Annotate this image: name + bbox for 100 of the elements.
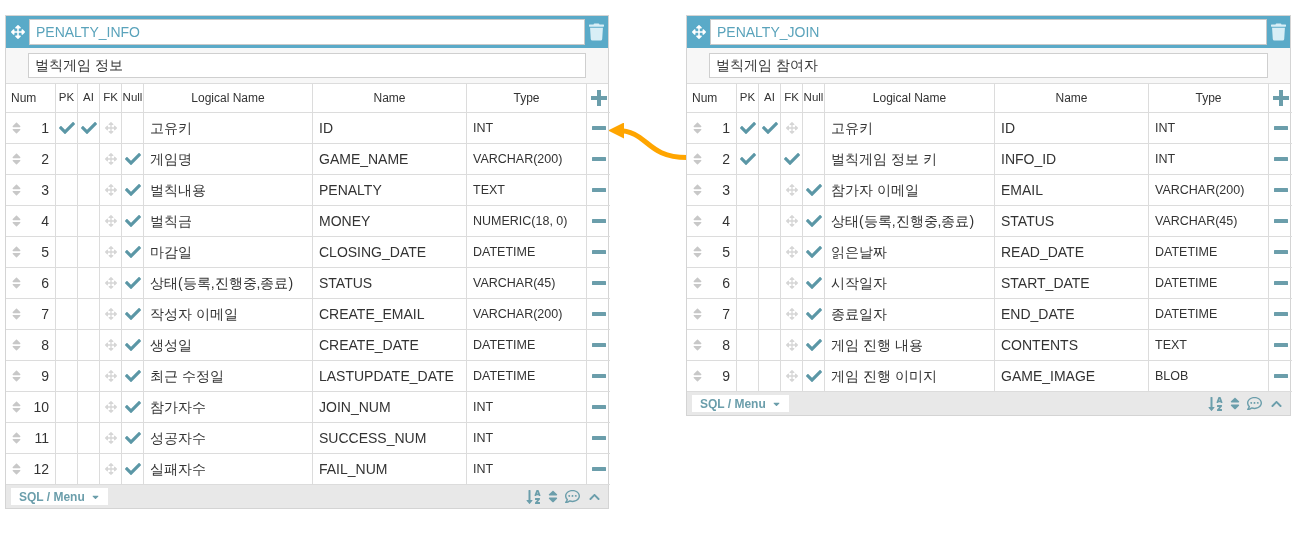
data-type: VARCHAR(200) xyxy=(1155,181,1245,199)
row-number: 5 xyxy=(722,242,730,262)
data-type: DATETIME xyxy=(473,243,536,261)
column-name: MONEY xyxy=(319,211,371,231)
table-row xyxy=(6,113,608,144)
table-row xyxy=(6,268,608,299)
logical-name: 게임명 xyxy=(150,149,192,169)
row-number: 7 xyxy=(41,304,49,324)
table-comment-field: 벌칙게임 정보 xyxy=(28,53,586,78)
column-name: CLOSING_DATE xyxy=(319,242,427,262)
data-type: TEXT xyxy=(1155,336,1187,354)
logical-name: 생성일 xyxy=(150,335,192,355)
logical-name: 최근 수정일 xyxy=(150,366,224,386)
table-row xyxy=(6,454,608,485)
column-name: CREATE_EMAIL xyxy=(319,304,425,324)
logical-name: 벌칙내용 xyxy=(150,180,206,200)
row-number: 10 xyxy=(33,397,49,417)
column-name: FAIL_NUM xyxy=(319,459,388,479)
logical-name: 실패자수 xyxy=(150,459,206,479)
column-name: END_DATE xyxy=(1001,304,1075,324)
column-header: Null xyxy=(803,90,824,106)
data-type: VARCHAR(200) xyxy=(473,150,563,168)
row-number: 5 xyxy=(41,242,49,262)
row-number: 12 xyxy=(33,459,49,479)
data-type: NUMERIC(18, 0) xyxy=(473,212,568,230)
data-type: INT xyxy=(473,119,494,137)
column-header: Num xyxy=(692,90,718,107)
sql-menu-button: SQL / Menu xyxy=(692,395,789,412)
table-row xyxy=(687,175,1290,206)
column-name: CREATE_DATE xyxy=(319,335,419,355)
row-number: 7 xyxy=(722,304,730,324)
column-name: CONTENTS xyxy=(1001,335,1078,355)
table-row xyxy=(687,237,1290,268)
logical-name: 마감일 xyxy=(150,242,192,262)
row-number: 3 xyxy=(722,180,730,200)
row-number: 2 xyxy=(41,149,49,169)
column-name: READ_DATE xyxy=(1001,242,1084,262)
column-header: Name xyxy=(1055,90,1088,107)
table-name-field: PENALTY_INFO xyxy=(29,19,585,45)
column-name: GAME_NAME xyxy=(319,149,409,169)
sql-menu-button: SQL / Menu xyxy=(11,488,108,505)
row-number: 1 xyxy=(722,118,730,138)
logical-name: 상태(등록,진행중,종료) xyxy=(831,211,975,231)
logical-name: 읽은날짜 xyxy=(831,242,887,262)
logical-name: 작성자 이메일 xyxy=(150,304,238,324)
logical-name: 벌칙게임 정보 키 xyxy=(831,149,937,169)
row-number: 4 xyxy=(41,211,49,231)
table-row xyxy=(687,330,1290,361)
logical-name: 고유키 xyxy=(150,118,192,138)
row-number: 11 xyxy=(34,428,49,448)
row-number: 9 xyxy=(41,366,49,386)
logical-name: 게임 진행 내용 xyxy=(831,335,923,355)
table-card xyxy=(5,15,609,509)
table-row xyxy=(687,113,1290,144)
data-type: BLOB xyxy=(1155,367,1189,385)
table-card xyxy=(686,15,1291,416)
data-type: DATETIME xyxy=(1155,274,1218,292)
column-name: GAME_IMAGE xyxy=(1001,366,1096,386)
column-name: ID xyxy=(319,118,333,138)
column-name: START_DATE xyxy=(1001,273,1090,293)
column-header: Name xyxy=(373,90,406,107)
column-header: FK xyxy=(784,90,799,106)
logical-name: 벌칙금 xyxy=(150,211,192,231)
data-type: DATETIME xyxy=(473,336,536,354)
row-number: 8 xyxy=(41,335,49,355)
column-header: PK xyxy=(739,90,756,106)
logical-name: 종료일자 xyxy=(831,304,887,324)
column-header: Logical Name xyxy=(872,90,947,107)
table-row xyxy=(6,237,608,268)
data-type: VARCHAR(45) xyxy=(1155,212,1238,230)
column-header: AI xyxy=(83,90,94,106)
table-row xyxy=(687,299,1290,330)
row-number: 2 xyxy=(722,149,730,169)
table-row xyxy=(6,423,608,454)
row-number: 6 xyxy=(722,273,730,293)
data-type: INT xyxy=(1155,150,1176,168)
logical-name: 게임 진행 이미지 xyxy=(831,366,937,386)
data-type: INT xyxy=(473,429,494,447)
data-type: INT xyxy=(473,460,494,478)
table-row xyxy=(6,175,608,206)
data-type: DATETIME xyxy=(473,367,536,385)
row-number: 8 xyxy=(722,335,730,355)
logical-name: 참가자 이메일 xyxy=(831,180,919,200)
table-row xyxy=(6,206,608,237)
data-type: VARCHAR(45) xyxy=(473,274,556,292)
row-number: 6 xyxy=(41,273,49,293)
data-type: INT xyxy=(1155,119,1176,137)
table-comment-field: 벌칙게임 참여자 xyxy=(709,53,1268,78)
column-name: STATUS xyxy=(319,273,373,293)
logical-name: 상태(등록,진행중,종료) xyxy=(150,273,294,293)
table-name-field: PENALTY_JOIN xyxy=(710,19,1267,45)
table-row xyxy=(687,268,1290,299)
data-type: INT xyxy=(473,398,494,416)
table-row xyxy=(6,392,608,423)
column-name: STATUS xyxy=(1001,211,1055,231)
column-name: JOIN_NUM xyxy=(319,397,391,417)
data-type: TEXT xyxy=(473,181,505,199)
table-row xyxy=(687,361,1290,392)
column-name: SUCCESS_NUM xyxy=(319,428,427,448)
row-number: 9 xyxy=(722,366,730,386)
